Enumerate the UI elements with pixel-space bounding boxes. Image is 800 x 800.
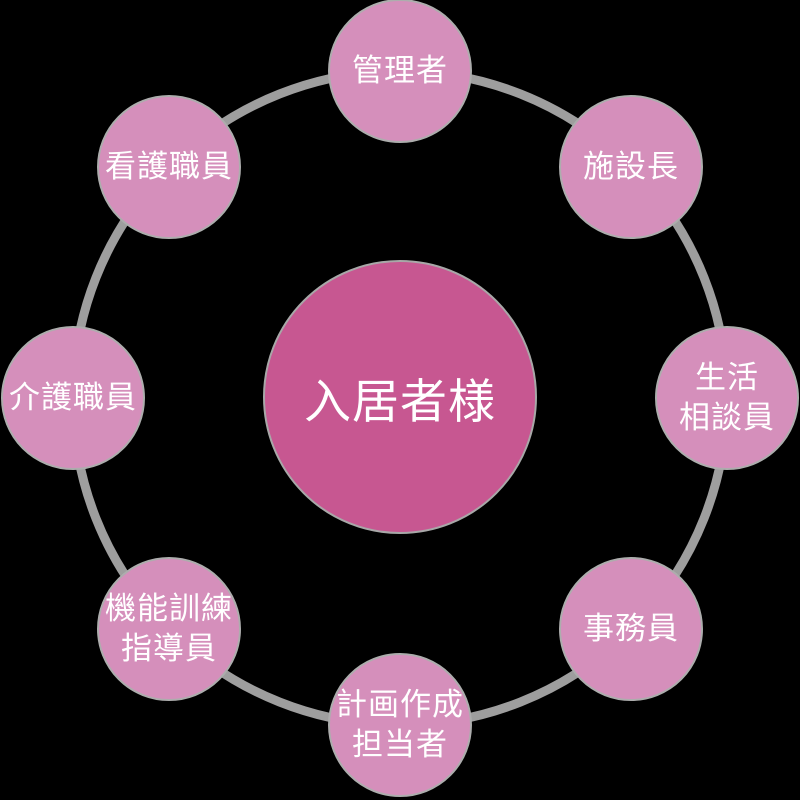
node-care-staff: 介護職員 [1, 326, 145, 470]
node-manager-label: 管理者 [352, 53, 448, 88]
node-care-staff-label: 介護職員 [9, 380, 137, 415]
node-nursing-staff: 看護職員 [97, 95, 241, 239]
node-nursing-staff-label: 看護職員 [105, 149, 233, 184]
node-care-plan-coordinator: 計画作成 担当者 [328, 653, 472, 797]
node-manager: 管理者 [328, 0, 472, 143]
center-node-resident-label: 入居者様 [304, 374, 496, 428]
node-office-staff: 事務員 [559, 557, 703, 701]
node-office-staff-label: 事務員 [583, 611, 679, 646]
node-functional-training-instructor: 機能訓練 指導員 [97, 557, 241, 701]
node-functional-training-instructor-label: 機能訓練 指導員 [105, 591, 233, 666]
node-life-counselor: 生活 相談員 [655, 326, 799, 470]
node-facility-director-label: 施設長 [583, 149, 679, 184]
node-life-counselor-label: 生活 相談員 [679, 360, 775, 435]
center-node-resident: 入居者様 [263, 260, 537, 534]
node-care-plan-coordinator-label: 計画作成 担当者 [336, 687, 464, 762]
node-facility-director: 施設長 [559, 95, 703, 239]
